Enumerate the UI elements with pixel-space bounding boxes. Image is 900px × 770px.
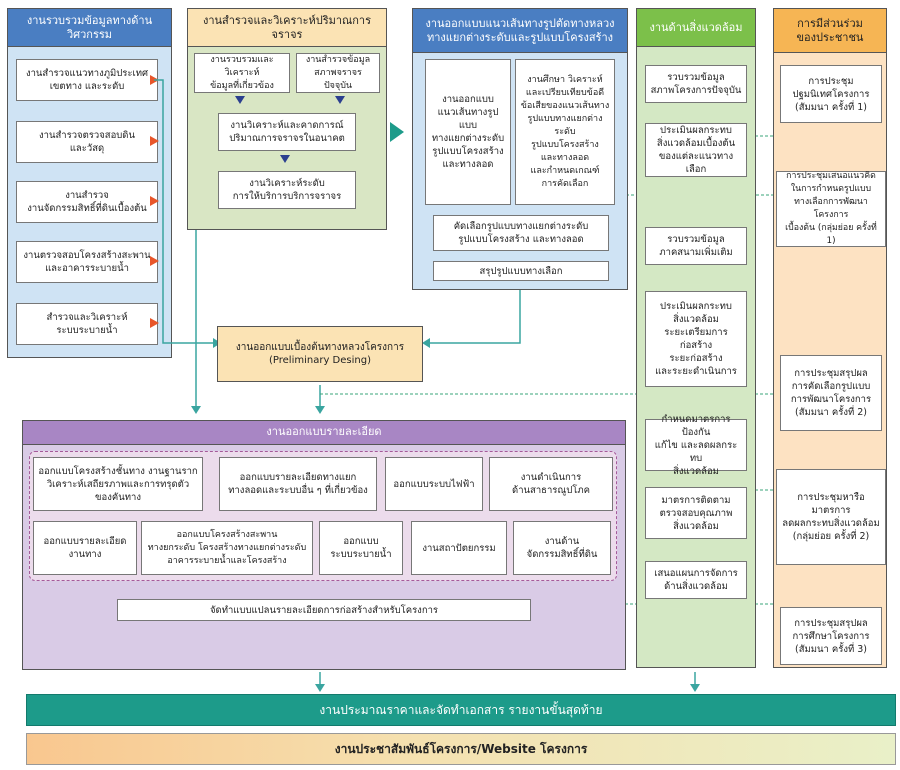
env-management-plan: เสนอแผนการจัดการ ด้านสิ่งแวดล้อม — [645, 561, 747, 599]
env-monitoring: มาตรการติดตาม ตรวจสอบคุณภาพ สิ่งแวดล้อม — [645, 487, 747, 539]
engineering-data-title: งานรวบรวมข้อมูลทางด้านวิศวกรรม — [8, 9, 171, 47]
route-select: คัดเลือกรูปแบบทางแยกต่างระดับ รูปแบบโครง… — [433, 215, 609, 251]
detail-land-acquisition: งานด้าน จัดกรรมสิทธิ์ที่ดิน — [513, 521, 611, 575]
detail-design-title: งานออกแบบรายละเอียด — [23, 421, 625, 445]
route-design-title: งานออกแบบแนวเส้นทางรูปตัดทางหลวง ทางแยกต… — [413, 9, 627, 53]
env-current-data: รวบรวมข้อมูล สภาพโครงการปัจจุบัน — [645, 65, 747, 103]
detail-architecture: งานสถาปัตยกรรม — [411, 521, 507, 575]
traffic-los: งานวิเคราะห์ระดับ การให้บริการบริการจราจ… — [218, 171, 356, 209]
col1-item-bridge: งานตรวจสอบโครงสร้างสะพาน และอาคารระบายน้… — [16, 241, 158, 283]
detail-utilities: งานดำเนินการ ด้านสาธารณูปโภค — [489, 457, 613, 511]
route-summary: สรุปรูปแบบทางเลือก — [433, 261, 609, 281]
env-mitigation: กำหนดมาตรการ ป้องกัน แก้ไข และลดผลกระทบ … — [645, 414, 747, 477]
detail-electrical: ออกแบบระบบไฟฟ้า — [385, 457, 483, 511]
detail-road: ออกแบบรายละเอียด งานทาง — [33, 521, 137, 575]
detail-construction-plans: จัดทำแบบแปลนรายละเอียดการก่อสร้างสำหรับโ… — [117, 599, 531, 621]
traffic-column: งานสำรวจและวิเคราะห์ปริมาณการจราจร งานรว… — [187, 8, 387, 230]
environment-column: งานด้านสิ่งแวดล้อม รวบรวมข้อมูล สภาพโครง… — [636, 8, 756, 668]
env-initial-impact: ประเมินผลกระทบ สิ่งแวดล้อมเบื้องต้น ของแ… — [645, 123, 747, 177]
traffic-forecast: งานวิเคราะห์และคาดการณ์ ปริมาณการจราจรใน… — [218, 113, 356, 151]
public-participation-column: การมีส่วนร่วม ของประชาชน การประชุม ปฐมนิ… — [773, 8, 887, 668]
arrow-drainage — [150, 318, 159, 328]
detail-drainage: ออกแบบ ระบบระบายน้ำ — [319, 521, 403, 575]
arrow-traffic-a — [235, 96, 245, 104]
route-compare: งานศึกษา วิเคราะห์ และเปรียบเทียบข้อดี ข… — [515, 59, 615, 205]
env-field-data: รวบรวมข้อมูล ภาคสนามเพิ่มเติม — [645, 227, 747, 265]
traffic-current-survey: งานสำรวจข้อมูล สภาพจราจรปัจจุบัน — [296, 53, 380, 93]
arrow-soil — [150, 136, 159, 146]
public-participation-title: การมีส่วนร่วม ของประชาชน — [774, 9, 886, 53]
meeting-selection-summary: การประชุมสรุปผล การคัดเลือกรูปแบบ การพัฒ… — [780, 355, 882, 431]
meeting-mitigation: การประชุมหารือมาตรการ ลดผลกระทบสิ่งแวดล้… — [776, 469, 886, 565]
detail-interchange: ออกแบบรายละเอียดทางแยก ทางลอดและระบบอื่น… — [219, 457, 377, 511]
meeting-study-summary: การประชุมสรุปผล การศึกษาโครงการ (สัมมนา … — [780, 607, 882, 665]
arrow-bridge — [150, 256, 159, 266]
meeting-concept: การประชุมเสนอแนวคิด ในการกำหนดรูปแบบ ทาง… — [776, 171, 886, 247]
detail-design-panel: งานออกแบบรายละเอียด ออกแบบโครงสร้างชั้นท… — [22, 420, 626, 670]
arrow-traffic-b — [335, 96, 345, 104]
arrow-land — [150, 196, 159, 206]
route-design-option: งานออกแบบ แนวเส้นทางรูปแบบ ทางแยกต่างระด… — [425, 59, 511, 205]
meeting-orientation: การประชุม ปฐมนิเทศโครงการ (สัมมนา ครั้งท… — [780, 65, 882, 123]
preliminary-design-box: งานออกแบบเบื้องต้นทางหลวงโครงการ (Prelim… — [217, 326, 423, 382]
final-report-bar: งานประมาณราคาและจัดทำเอกสาร รายงานขั้นสุ… — [26, 694, 896, 726]
col1-item-soil: งานสำรวจตรวจสอบดิน และวัสดุ — [16, 121, 158, 163]
route-design-column: งานออกแบบแนวเส้นทางรูปตัดทางหลวง ทางแยกต… — [412, 8, 628, 290]
col1-item-topography: งานสำรวจแนวทางภูมิประเทศ เขตทาง และระดับ — [16, 59, 158, 101]
arrow-traffic-c — [280, 155, 290, 163]
public-relations-bar: งานประชาสัมพันธ์โครงการ/Website โครงการ — [26, 733, 896, 765]
detail-pavement-foundation: ออกแบบโครงสร้างชั้นทาง งานฐานราก วิเคราะ… — [33, 457, 203, 511]
environment-title: งานด้านสิ่งแวดล้อม — [637, 9, 755, 47]
env-impact-assessment: ประเมินผลกระทบ สิ่งแวดล้อม ระยะเตรียมการ… — [645, 291, 747, 387]
engineering-data-column: งานรวบรวมข้อมูลทางด้านวิศวกรรม งานสำรวจแ… — [7, 8, 172, 358]
traffic-title: งานสำรวจและวิเคราะห์ปริมาณการจราจร — [188, 9, 386, 47]
col1-item-land: งานสำรวจ งานจัดกรรมสิทธิ์ที่ดินเบื้องต้น — [16, 181, 158, 223]
col1-item-drainage: สำรวจและวิเคราะห์ ระบบระบายน้ำ — [16, 303, 158, 345]
traffic-data-analysis: งานรวบรวมและวิเคราะห์ ข้อมูลที่เกี่ยวข้อ… — [194, 53, 290, 93]
detail-bridge-structure: ออกแบบโครงสร้างสะพาน ทางยกระดับ โครงสร้า… — [141, 521, 313, 575]
